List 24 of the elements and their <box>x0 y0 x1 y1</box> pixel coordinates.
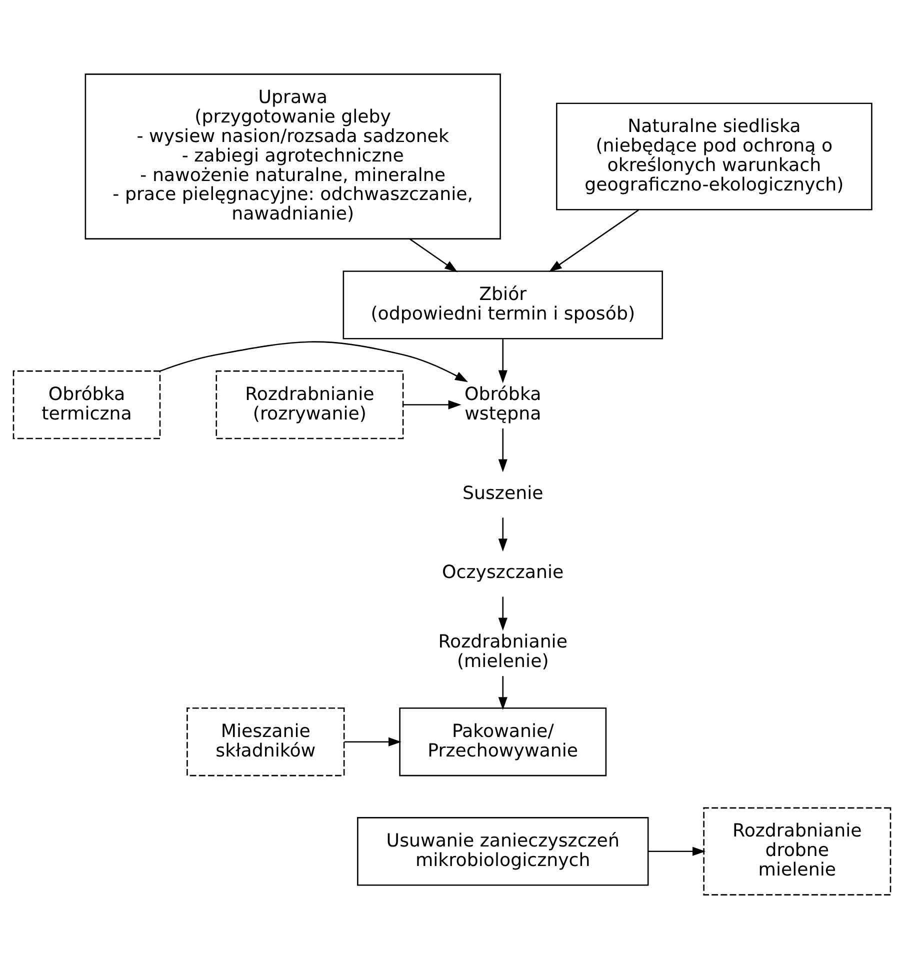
node-text: Oczyszczanie <box>442 562 564 583</box>
node-box: Naturalne siedliska (niebędące pod ochroną o określonych warunkach geograficzno-ekologicznych) <box>556 102 872 210</box>
node-box: Pakowanie/ Przechowywanie <box>399 706 607 776</box>
arrow <box>548 209 639 272</box>
node-box: Rozdrabnianie (rozrywanie) <box>216 370 404 439</box>
arrow <box>648 846 706 856</box>
node-box: Mieszanie składników <box>186 706 345 776</box>
arrow <box>498 596 508 630</box>
arrow <box>409 238 458 272</box>
arrow <box>344 736 402 746</box>
arrow <box>498 517 508 552</box>
arrow <box>498 428 508 472</box>
node-text: Rozdrabnianie (mielenie) <box>438 630 568 672</box>
node-box: Zbiór (odpowiedni termin i sposób) <box>342 270 663 339</box>
node-text: Suszenie <box>462 482 544 504</box>
arrow <box>160 340 468 382</box>
node-box: Uprawa (przygotowanie gleby - wysiew nasion/rozsada sadzonek - zabiegi agrotechniczne - nawożenie naturalne, mineralne - prace pielęgnacyjne: odchwaszczanie, nawadnianie) <box>84 73 501 239</box>
node-box: Obróbka termiczna <box>12 370 161 439</box>
arrow <box>498 676 508 710</box>
node-box: Rozdrabnianie drobne mielenie <box>703 806 892 895</box>
node-text: Obróbka wstępna <box>464 383 542 424</box>
arrow <box>403 400 462 409</box>
arrow <box>498 338 508 383</box>
node-box: Usuwanie zanieczyszczeń mikrobiologicznych <box>357 816 649 886</box>
